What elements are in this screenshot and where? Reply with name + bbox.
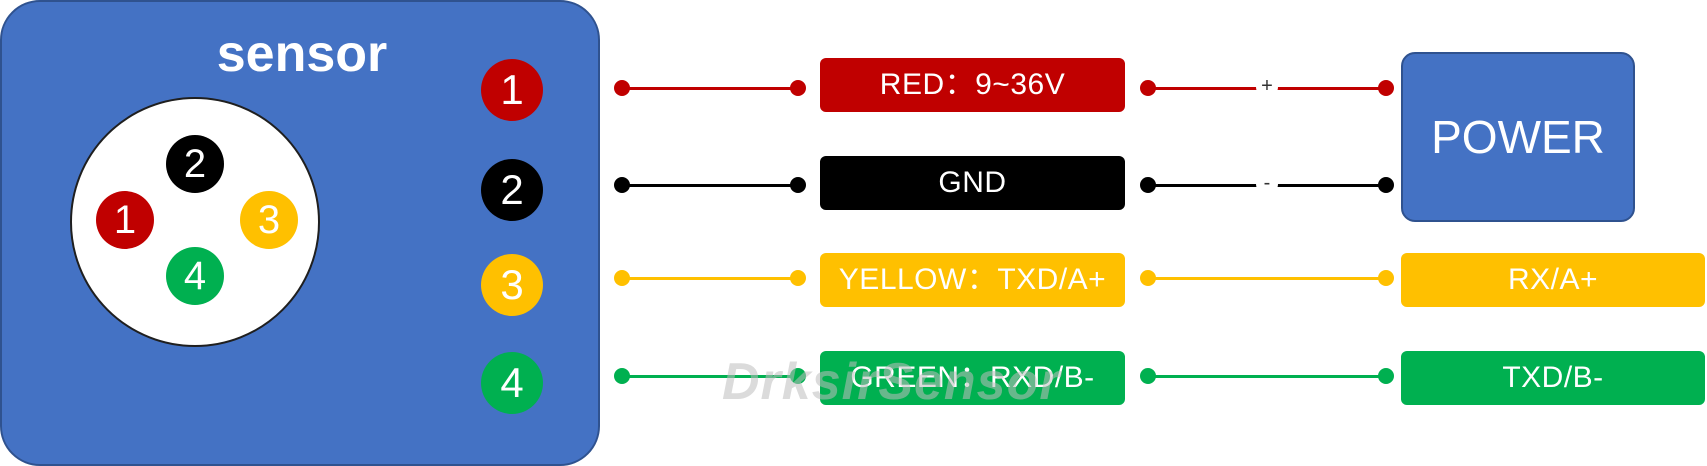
- sensor-box: sensor 2 1 3 4 1 2 3 4: [0, 0, 600, 466]
- wire-end: [1378, 368, 1394, 384]
- wire-end: [614, 177, 630, 193]
- wire-label-red: RED：9~36V: [820, 58, 1125, 112]
- pin-label-3: 3: [481, 254, 543, 316]
- pin-label-2: 2: [481, 159, 543, 221]
- connector-pin-4: 4: [166, 247, 224, 305]
- wire-green-right: [1148, 375, 1386, 378]
- wire-label-yellow: YELLOW：TXD/A+: [820, 253, 1125, 307]
- wire-end: [790, 270, 806, 286]
- wire-end: [614, 368, 630, 384]
- wire-end: [1378, 80, 1394, 96]
- pin-label-4: 4: [481, 352, 543, 414]
- target-label-tx: TXD/B-: [1401, 351, 1705, 405]
- wire-end: [790, 80, 806, 96]
- sensor-title: sensor: [216, 25, 388, 83]
- connector-face: 2 1 3 4: [70, 97, 320, 347]
- wire-end: [1140, 177, 1156, 193]
- wire-black-left: [622, 184, 798, 187]
- wire-label-gnd: GND: [820, 156, 1125, 210]
- wire-end: [614, 270, 630, 286]
- target-label-rx: RX/A+: [1401, 253, 1705, 307]
- wire-end: [790, 177, 806, 193]
- connector-pin-3: 3: [240, 191, 298, 249]
- wire-end: [1378, 177, 1394, 193]
- wire-end: [1140, 80, 1156, 96]
- wire-end: [790, 368, 806, 384]
- wire-end: [1378, 270, 1394, 286]
- positive-sign: +: [1256, 76, 1278, 98]
- connector-pin-2: 2: [166, 135, 224, 193]
- pin-label-1: 1: [481, 59, 543, 121]
- wire-green-left: [622, 375, 798, 378]
- watermark: DrksirSensor: [722, 353, 1061, 411]
- wire-end: [1140, 270, 1156, 286]
- negative-sign: -: [1256, 173, 1278, 195]
- wire-yellow-right: [1148, 277, 1386, 280]
- wire-label-green: GREEN：RXD/B-: [820, 351, 1125, 405]
- wire-red-left: [622, 87, 798, 90]
- wire-end: [1140, 368, 1156, 384]
- wire-end: [614, 80, 630, 96]
- wire-yellow-left: [622, 277, 798, 280]
- connector-pin-1: 1: [96, 191, 154, 249]
- power-block: POWER: [1401, 52, 1635, 222]
